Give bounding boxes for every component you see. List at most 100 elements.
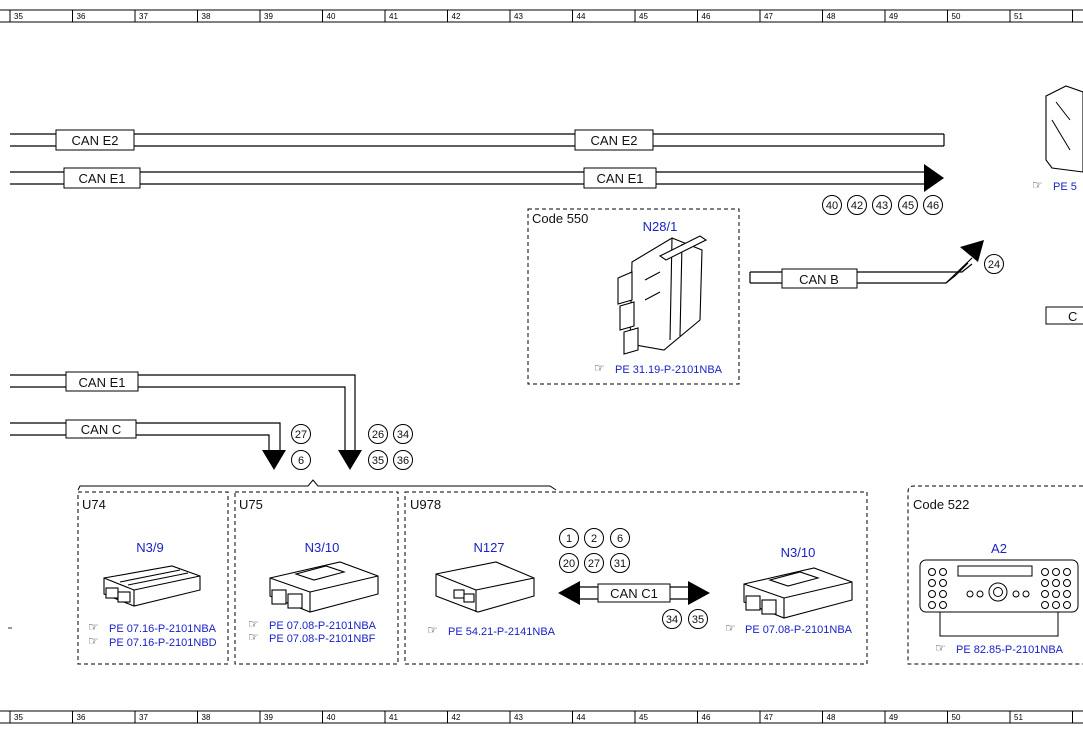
can-e1-label-mid: CAN E1	[597, 171, 644, 186]
hand-ref-icon: ☞	[427, 623, 438, 637]
ruler-bottom-number: 43	[514, 713, 523, 722]
marker-circle: 42	[851, 200, 863, 212]
right-clipped-component: ☞ PE 5 C	[1032, 85, 1083, 325]
n3-9-label: N3/9	[136, 540, 163, 555]
can-e2-label-mid: CAN E2	[591, 133, 638, 148]
marker-circle: 36	[397, 455, 409, 467]
ruler-top-number: 51	[1014, 12, 1023, 21]
ecu-icon	[269, 561, 379, 613]
code-522-title: Code 522	[913, 497, 969, 512]
n3-10-right-ref: PE 07.08-P-2101NBA	[745, 624, 853, 636]
can-c1-right-arrowhead	[688, 581, 710, 605]
marker-circle: 40	[826, 200, 838, 212]
marker-circle: 27	[588, 558, 600, 570]
ruler-top-number: 42	[452, 12, 461, 21]
marker-circle: 43	[876, 200, 888, 212]
code-522-ref: PE 82.85-P-2101NBA	[956, 644, 1064, 656]
marker-circle: 6	[298, 455, 304, 467]
ruler-bottom-number: 46	[702, 713, 711, 722]
hand-ref-icon: ☞	[248, 617, 259, 631]
ruler-bottom-number: 35	[14, 713, 23, 722]
marker-circle: 27	[295, 429, 307, 441]
can-e1-bus-lower: CAN E1	[10, 371, 362, 470]
ruler-top-number: 47	[764, 12, 773, 21]
n28-1-label: N28/1	[643, 219, 678, 234]
ruler-bottom-number: 42	[452, 713, 461, 722]
ruler-top-number: 49	[889, 12, 898, 21]
ruler-bottom-number: 44	[577, 713, 586, 722]
marker-circle: 2	[591, 533, 597, 545]
marker-circle: 6	[617, 533, 623, 545]
can-e1-label-left: CAN E1	[79, 171, 126, 186]
n3-10-label: N3/10	[305, 540, 340, 555]
hand-ref-icon: ☞	[935, 641, 946, 655]
marker-circle: 34	[666, 614, 678, 626]
can-e1-label-lower: CAN E1	[79, 375, 126, 390]
ruler-top-number: 45	[639, 12, 648, 21]
ruler-bottom-number: 40	[327, 713, 336, 722]
marker-circle: 24	[988, 259, 1000, 271]
can-c-label: CAN C	[81, 422, 121, 437]
n127-ref: PE 54.21-P-2141NBA	[448, 626, 556, 638]
marker-circle: 20	[563, 558, 575, 570]
ruler-top-number: 43	[514, 12, 523, 21]
marker-group-can-c: 27 6	[291, 424, 311, 470]
ruler-top-number: 44	[577, 12, 586, 21]
marker-circle: 45	[902, 200, 914, 212]
u75-ref-1: PE 07.08-P-2101NBA	[269, 620, 377, 632]
ruler-top-number: 37	[139, 12, 148, 21]
can-e1-bus-top: CAN E1 CAN E1	[10, 164, 944, 192]
can-e1-down-arrowhead	[338, 450, 362, 470]
can-c-down-arrowhead	[262, 450, 286, 470]
module-icon	[617, 235, 708, 355]
ruler-bottom-number: 41	[389, 713, 398, 722]
ecu-icon	[743, 567, 853, 619]
ruler-top-number: 41	[389, 12, 398, 21]
u75-title: U75	[239, 497, 263, 512]
u75-ref-2: PE 07.08-P-2101NBF	[269, 633, 376, 645]
u74-ref-2: PE 07.16-P-2101NBD	[109, 637, 217, 649]
ruler-top-number: 35	[14, 12, 23, 21]
marker-group-can-e1: 26 34 35 36	[368, 424, 413, 470]
clipped-box-label: C	[1068, 309, 1077, 324]
ruler-bottom-number: 38	[202, 713, 211, 722]
code-550-group: Code 550 N28/1 ☞ PE 31.19-P-2101NBA	[527, 208, 740, 385]
ruler-bottom-number: 48	[827, 713, 836, 722]
u75-group: U75 N3/10 ☞ PE 07.08-P-2101NBA ☞ PE 07.0…	[234, 491, 399, 665]
ruler-bottom-number: 36	[77, 713, 86, 722]
ruler-bottom-number: 50	[952, 713, 961, 722]
airbag-module-icon	[435, 561, 535, 613]
can-c1-left-arrowhead	[558, 581, 580, 605]
ruler-bottom-number: 51	[1014, 713, 1023, 722]
ruler-bottom-number: 45	[639, 713, 648, 722]
n127-label: N127	[473, 540, 504, 555]
hand-ref-icon: ☞	[1032, 178, 1043, 192]
can-c1-label: CAN C1	[610, 586, 658, 601]
u74-ref-1: PE 07.16-P-2101NBA	[109, 623, 217, 635]
u978-title: U978	[410, 497, 441, 512]
ruler-top-number: 40	[327, 12, 336, 21]
u74-group: U74 N3/9 ☞ PE 07.16-P-2101NBA ☞ PE 07.16…	[77, 491, 229, 665]
can-b-bus: CAN B 24	[749, 240, 1004, 289]
can-c1-bus: CAN C1	[558, 581, 710, 605]
hand-ref-icon: ☞	[88, 620, 99, 634]
marker-group-top: 40 42 43 45 46	[822, 195, 943, 215]
u978-group: U978 N127 ☞ PE 54.21-P-2141NBA 1 2 6 20 …	[404, 491, 868, 665]
code-550-title: Code 550	[532, 211, 588, 226]
can-e2-label-left: CAN E2	[72, 133, 119, 148]
can-e2-bus: CAN E2 CAN E2	[10, 129, 945, 151]
ruler-top-number: 46	[702, 12, 711, 21]
ruler-top-number: 39	[264, 12, 273, 21]
group-bracket	[77, 479, 557, 491]
ruler-bottom-number: 37	[139, 713, 148, 722]
can-e1-arrowhead	[924, 164, 944, 192]
marker-circle: 1	[566, 533, 572, 545]
radio-unit-icon	[919, 559, 1079, 637]
a2-label: A2	[991, 541, 1007, 556]
u74-title: U74	[82, 497, 106, 512]
marker-circle: 35	[692, 614, 704, 626]
marker-circle: 34	[397, 429, 409, 441]
